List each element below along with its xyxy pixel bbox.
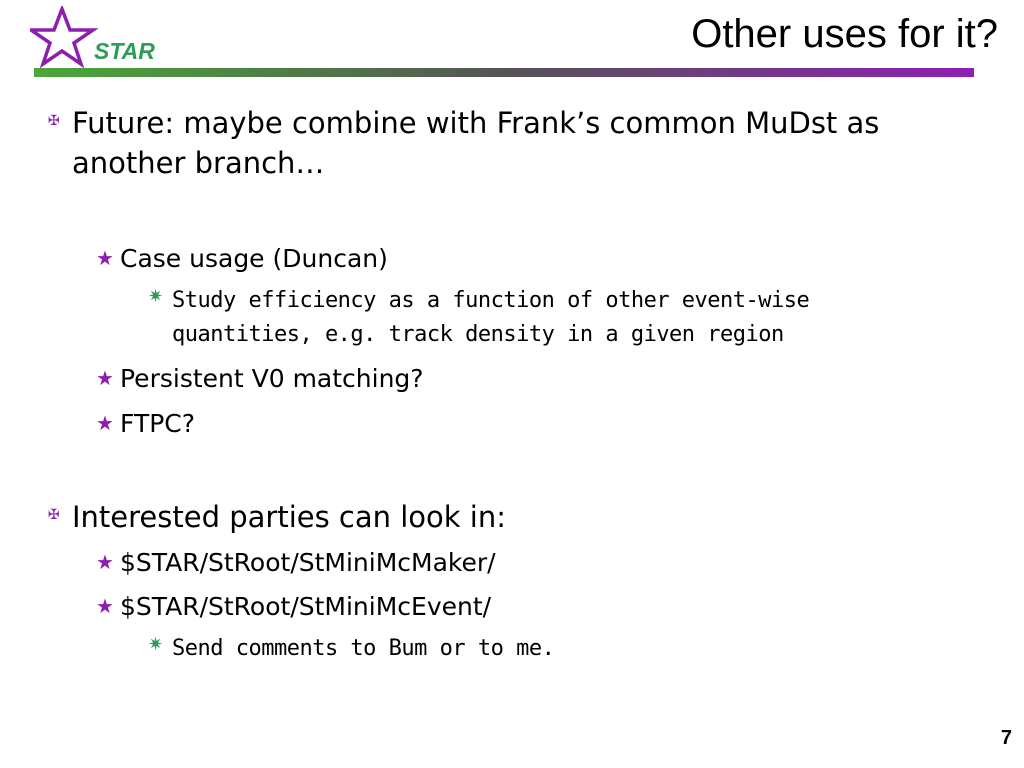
bullet-text: FTPC? xyxy=(120,409,196,438)
star-bullet-icon: ★ xyxy=(96,411,114,435)
cross-bullet-icon: ✠ xyxy=(48,113,60,129)
list-item: ★ Persistent V0 matching? xyxy=(96,363,916,395)
list-item: ✷ Study efficiency as a function of othe… xyxy=(148,284,868,352)
bullet-text: Case usage (Duncan) xyxy=(120,244,388,273)
star-outline-icon xyxy=(30,6,99,68)
bullet-text: $STAR/StRoot/StMiniMcEvent/ xyxy=(120,592,492,621)
bullet-text: Send comments to Bum or to me. xyxy=(172,636,555,661)
list-item: ✷ Send comments to Bum or to me. xyxy=(148,632,868,666)
star-bullet-icon: ★ xyxy=(96,550,114,574)
list-item: ★ Case usage (Duncan) xyxy=(96,243,916,275)
asterisk-bullet-icon: ✷ xyxy=(148,634,164,655)
bullet-text: Persistent V0 matching? xyxy=(120,364,424,393)
star-logo: STAR xyxy=(30,6,155,68)
list-item: ✠ Interested parties can look in: xyxy=(48,497,948,537)
cross-bullet-icon: ✠ xyxy=(48,507,60,523)
title-divider xyxy=(34,68,974,77)
asterisk-bullet-icon: ✷ xyxy=(148,286,164,307)
list-item: ★ $STAR/StRoot/StMiniMcMaker/ xyxy=(96,547,916,579)
star-bullet-icon: ★ xyxy=(96,594,114,618)
list-item: ★ FTPC? xyxy=(96,408,916,440)
star-bullet-icon: ★ xyxy=(96,246,114,270)
bullet-text: Study efficiency as a function of other … xyxy=(172,288,810,347)
list-item: ✠ Future: maybe combine with Frank’s com… xyxy=(48,103,948,183)
logo-text: STAR xyxy=(94,38,155,64)
list-item: ★ $STAR/StRoot/StMiniMcEvent/ xyxy=(96,591,916,623)
star-bullet-icon: ★ xyxy=(96,366,114,390)
slide-title: Other uses for it? xyxy=(691,12,998,56)
bullet-text: Interested parties can look in: xyxy=(72,500,506,534)
bullet-text: Future: maybe combine with Frank’s commo… xyxy=(72,106,880,180)
page-number: 7 xyxy=(1000,727,1012,749)
bullet-text: $STAR/StRoot/StMiniMcMaker/ xyxy=(120,548,496,577)
